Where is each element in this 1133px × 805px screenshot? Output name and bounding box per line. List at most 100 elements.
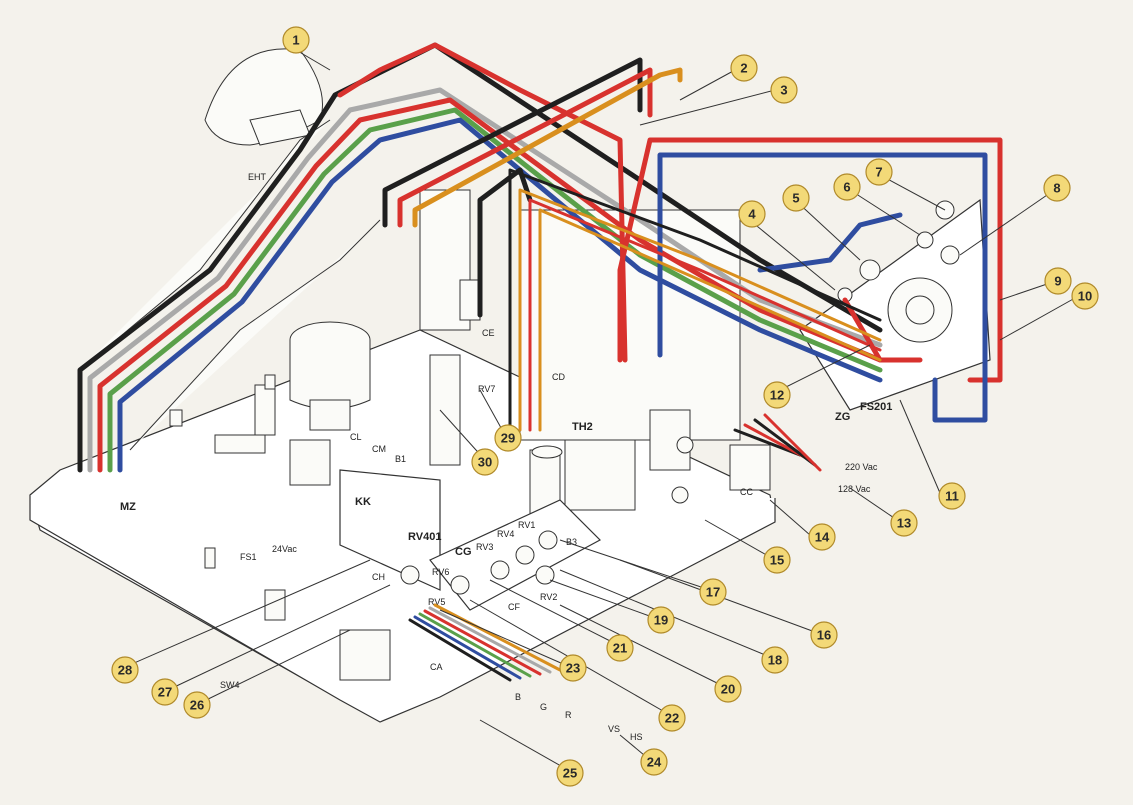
callout-2: 2 [730, 54, 758, 82]
fs201-label: FS201 [860, 401, 892, 413]
callout-number: 25 [563, 766, 577, 781]
callout-11: 11 [938, 482, 966, 510]
th2-label: TH2 [572, 421, 593, 433]
callout-number: 15 [770, 553, 784, 568]
pin-b-label: B [515, 692, 521, 702]
sw4-label: SW4 [220, 680, 240, 690]
callout-18: 18 [761, 646, 789, 674]
v24-label: 24Vac [272, 544, 297, 554]
callout-22: 22 [658, 704, 686, 732]
callout-28: 28 [111, 656, 139, 684]
cg-label: CG [455, 546, 472, 558]
callout-16: 16 [810, 621, 838, 649]
eht-label: EHT [248, 172, 267, 182]
callout-number: 22 [665, 711, 679, 726]
callout-25: 25 [556, 759, 584, 787]
callout-number: 14 [815, 530, 830, 545]
zg-label: ZG [835, 411, 850, 423]
callout-number: 19 [654, 613, 668, 628]
callout-number: 13 [897, 516, 911, 531]
callout-number: 1 [292, 33, 299, 48]
callout-number: 4 [748, 207, 756, 222]
cl-label: CL [350, 432, 362, 442]
callout-6: 6 [833, 173, 861, 201]
callout-29: 29 [494, 424, 522, 452]
pin-vs-label: VS [608, 724, 620, 734]
callout-26: 26 [183, 691, 211, 719]
callout-number: 18 [768, 653, 782, 668]
callout-number: 29 [501, 431, 515, 446]
rv1-label: RV1 [518, 520, 535, 530]
callout-number: 11 [945, 489, 959, 504]
callout-number: 12 [770, 388, 784, 403]
wire-ca-ribbon [408, 603, 562, 682]
callout-number: 10 [1078, 289, 1092, 304]
mz-components [169, 189, 771, 681]
callout-9: 9 [1044, 267, 1072, 295]
callout-number: 16 [817, 628, 831, 643]
wire-harness-mid [508, 168, 882, 432]
pin-g-label: G [540, 702, 547, 712]
pin-hs-label: HS [630, 732, 643, 742]
callout-13: 13 [890, 509, 918, 537]
callout-number: 17 [706, 585, 720, 600]
callout-8: 8 [1043, 174, 1071, 202]
cf-label: CF [508, 602, 520, 612]
callout-3: 3 [770, 76, 798, 104]
callout-4: 4 [738, 200, 766, 228]
wire-harness-top [337, 42, 683, 363]
chassis-riser-2 [129, 219, 381, 451]
callout-30: 30 [471, 448, 499, 476]
callout-17: 17 [699, 578, 727, 606]
cg-board: CG RV3 RV4 RV1 RV2 RV6 RV5 B3 CF [400, 499, 601, 612]
pin-r-label: R [565, 710, 572, 720]
cm-label: CM [372, 444, 386, 454]
rv401-label: RV401 [408, 531, 441, 543]
b1-label: B1 [395, 454, 406, 464]
callout-number: 23 [566, 661, 580, 676]
callout-27: 27 [151, 678, 179, 706]
zg-board: ZG FS201 [799, 198, 991, 423]
ca-label: CA [430, 662, 443, 672]
callout-5: 5 [782, 184, 810, 212]
callout-number: 21 [613, 641, 627, 656]
rv3-label: RV3 [476, 542, 493, 552]
fs1-label: FS1 [240, 552, 257, 562]
callout-number: 9 [1054, 274, 1061, 289]
callout-15: 15 [763, 546, 791, 574]
rv4-label: RV4 [497, 529, 514, 539]
callout-number: 3 [780, 83, 787, 98]
cd-label: CD [552, 372, 565, 382]
rv5-label: RV5 [428, 597, 445, 607]
wire-harness-main [77, 42, 883, 473]
callout-number: 2 [740, 61, 747, 76]
callout-number: 26 [190, 698, 204, 713]
kk-label: KK [355, 496, 371, 508]
callout-7: 7 [865, 158, 893, 186]
callout-number: 27 [158, 685, 172, 700]
callout-12: 12 [763, 381, 791, 409]
cc-label: CC [740, 487, 753, 497]
ce-label: CE [482, 328, 495, 338]
mz-label: MZ [120, 501, 136, 513]
callout-number: 20 [721, 682, 735, 697]
callout-number: 6 [843, 180, 850, 195]
callout-number: 28 [118, 663, 132, 678]
rv6-label: RV6 [432, 567, 449, 577]
callout-21: 21 [606, 634, 634, 662]
callout-number: 8 [1053, 181, 1060, 196]
callout-number: 7 [875, 165, 882, 180]
ch-label: CH [372, 572, 385, 582]
b3-label: B3 [566, 537, 577, 547]
callout-number: 30 [478, 455, 492, 470]
callout-number: 24 [647, 755, 662, 770]
callout-19: 19 [647, 606, 675, 634]
rv2-label: RV2 [540, 592, 557, 602]
callout-1: 1 [282, 26, 310, 54]
rv7-label: RV7 [478, 384, 495, 394]
wire-power-leads [733, 413, 822, 472]
callout-10: 10 [1071, 282, 1099, 310]
v128-label: 128 Vac [838, 484, 871, 494]
